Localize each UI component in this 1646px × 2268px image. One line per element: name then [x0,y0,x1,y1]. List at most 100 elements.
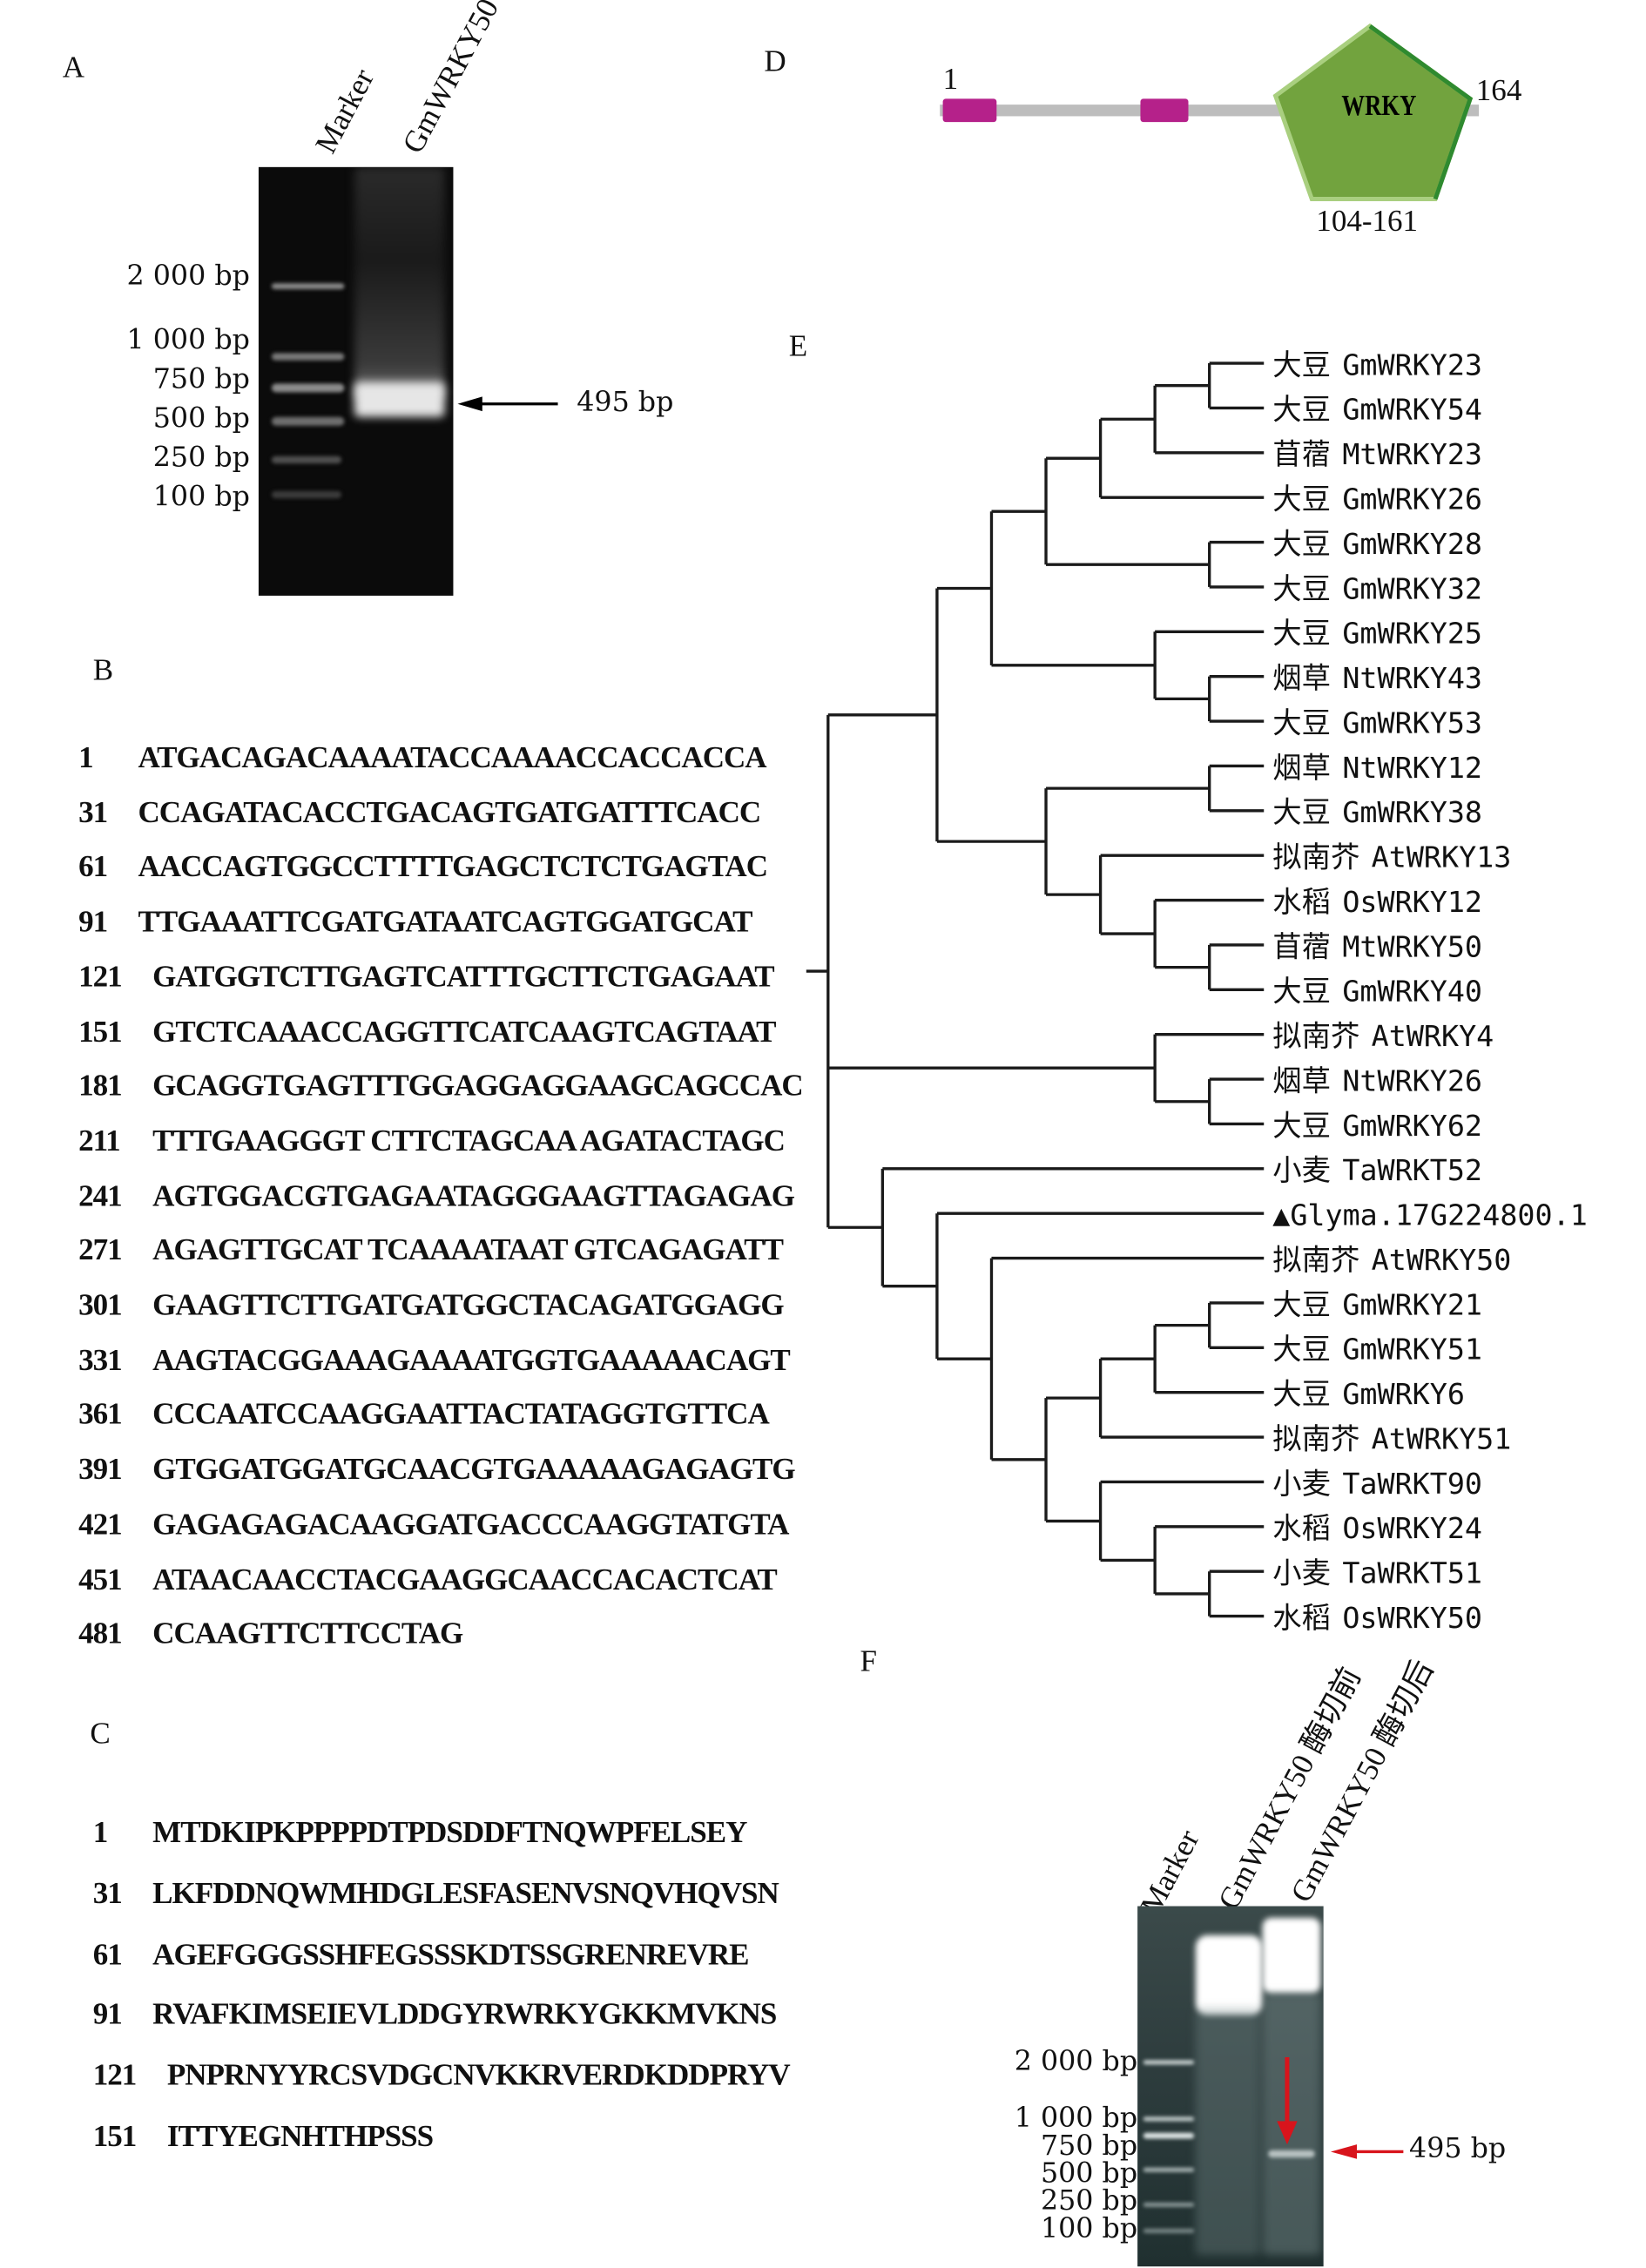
leaf-gene-id: AtWRKY51 [1372,1421,1512,1455]
leaf-species: 水稻 [1272,885,1331,919]
leaf-species: 苜蓿 [1272,437,1331,471]
leaf-species: 苜蓿 [1272,929,1331,963]
gel-image-a [258,166,454,596]
sequence-line: ATAACAACCTACGAAGGCAACCACACTCAT [152,1561,778,1596]
leaf-gene-id: GmWRKY21 [1342,1287,1482,1321]
motif-box-2 [1140,98,1189,123]
sequence-line: PNPRNYYRCSVDGCNVKKRVERDKDDPRYV [166,2057,791,2093]
marker-label-750: 750 bp [152,363,250,395]
red-arrow-left-icon [1330,2144,1404,2159]
leaf-species: 小麦 [1272,1153,1331,1187]
leaf-gene-id: NtWRKY12 [1342,751,1482,785]
tree-leaf-label: ▲Glyma.17G224800.1 [1272,1198,1588,1232]
leaf-species: 大豆 [1272,617,1331,651]
leaf-gene-id: GmWRKY54 [1342,393,1482,427]
sequence-position: 151 [92,2118,138,2154]
leaf-species: 大豆 [1272,348,1331,381]
tree-leaf-label: 大豆 GmWRKY25 [1272,617,1482,651]
leaf-gene-id: GmWRKY6 [1342,1377,1465,1411]
band-label-495-f: 495 bp [1409,2132,1507,2165]
marker-label-250: 250 bp [152,442,250,474]
marker-label-1000-f: 1 000 bp [1014,2102,1138,2135]
leaf-gene-id: MtWRKY23 [1342,437,1482,471]
sequence-position: 61 [78,848,108,884]
tree-leaf-label: 大豆 GmWRKY21 [1272,1287,1482,1321]
sequence-line: GAAGTTCTTGATGATGGCTACAGATGGAGG [152,1286,785,1322]
tree-leaf-label: 大豆 GmWRKY23 [1272,348,1482,381]
gel-image-f [1137,1906,1324,2267]
leaf-gene-id: TaWRKT51 [1342,1556,1482,1590]
marker-label-500-f: 500 bp [1040,2157,1138,2190]
leaf-gene-id: GmWRKY62 [1342,1109,1482,1143]
marker-label-100: 100 bp [152,481,250,513]
leaf-gene-id: OsWRKY50 [1342,1601,1482,1635]
sequence-position: 121 [92,2057,138,2093]
panel-label-e: E [788,327,808,364]
leaf-gene-id: MtWRKY50 [1342,929,1482,963]
end-position: 164 [1475,72,1522,108]
sequence-position: 451 [78,1561,123,1596]
leaf-species: 拟南芥 [1272,1421,1359,1455]
domain-name: WRKY [1341,90,1417,123]
sequence-position: 481 [78,1616,123,1651]
leaf-species: 大豆 [1272,483,1331,516]
tree-leaf-label: 大豆 GmWRKY6 [1272,1377,1465,1411]
sequence-position: 181 [78,1068,123,1104]
leaf-gene-id: AtWRKY13 [1372,840,1512,874]
leaf-species: 大豆 [1272,1377,1331,1411]
sequence-line: GTGGATGGATGCAACGTGAAAAAGAGAGTG [152,1451,795,1487]
tree-leaf-label: 水稻 OsWRKY12 [1272,885,1482,919]
leaf-gene-id: GmWRKY25 [1342,617,1482,651]
leaf-gene-id: TaWRKT90 [1342,1467,1482,1501]
leaf-gene-id: GmWRKY40 [1342,975,1482,1009]
sequence-position: 271 [78,1232,123,1268]
tree-leaf-label: 烟草 NtWRKY12 [1272,751,1482,785]
leaf-gene-id: GmWRKY38 [1342,795,1482,829]
leaf-species: 大豆 [1272,1287,1331,1321]
panel-label-a: A [62,49,85,84]
marker-label-2000: 2 000 bp [126,260,250,293]
sequence-position: 1 [78,739,94,775]
arrow-left-icon [457,396,558,412]
panel-label-d: D [764,44,786,79]
tree-leaf-label: 大豆 GmWRKY54 [1272,393,1482,427]
leaf-species: 烟草 [1272,751,1331,785]
start-position: 1 [942,61,959,97]
sequence-line: AAGTACGGAAAGAAAATGGTGAAAAACAGT [152,1341,791,1377]
leaf-gene-id: Glyma.17G224800.1 [1290,1198,1587,1232]
leaf-species: 大豆 [1272,393,1331,427]
tree-leaf-label: 苜蓿 MtWRKY50 [1272,929,1482,963]
leaf-gene-id: GmWRKY26 [1342,483,1482,516]
leaf-gene-id: TaWRKT52 [1342,1153,1482,1187]
sequence-line: CCAGATACACCTGACAGTGATGATTTCACC [138,793,761,829]
sequence-position: 121 [78,958,123,994]
sequence-line: TTGAAATTCGATGATAATCAGTGGATGCAT [138,903,752,939]
sequence-position: 211 [78,1123,121,1158]
leaf-gene-id: GmWRKY28 [1342,527,1482,561]
leaf-species: 大豆 [1272,1333,1331,1367]
tree-leaf-label: 苜蓿 MtWRKY23 [1272,437,1482,471]
sequence-position: 241 [78,1178,123,1213]
sequence-line: GCAGGTGAGTTTGGAGGAGGAAGCAGCCAC [152,1068,804,1104]
sequence-position: 1 [92,1814,109,1850]
leaf-gene-id: OsWRKY12 [1342,885,1482,919]
sequence-line: CCCAATCCAAGGAATTACTATAGGTGTTCA [152,1396,770,1432]
sequence-position: 331 [78,1341,123,1377]
leaf-gene-id: GmWRKY23 [1342,348,1482,381]
sequence-line: GAGAGAGACAAGGATGACCCAAGGTATGTA [152,1506,789,1542]
panel-label-b: B [92,651,114,688]
